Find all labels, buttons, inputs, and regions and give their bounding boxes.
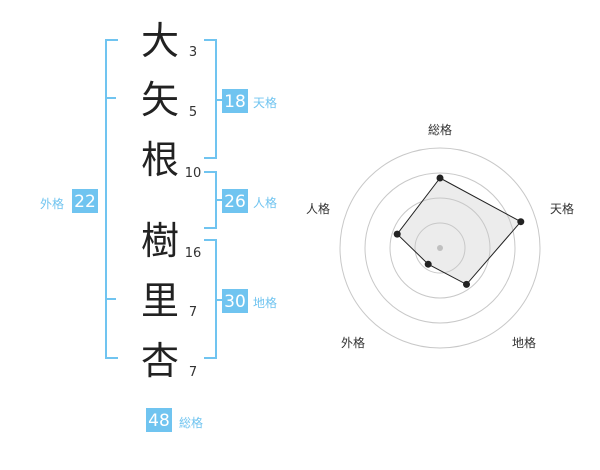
name-char-2: 矢 [141,78,179,122]
stroke-count-1: 3 [189,45,197,60]
name-char-1: 大 [141,19,179,63]
radar-points [393,174,525,288]
soukaku-value: 48 [148,411,170,431]
soukaku-label: 総格 [179,415,203,430]
chikaku-bracket [204,239,222,359]
name-char-6: 杏 [141,339,179,383]
radar-label-chikaku: 地格 [512,335,536,350]
jinkaku-label: 人格 [253,195,277,210]
stroke-count-3: 10 [185,166,202,181]
radar-shape [396,177,522,286]
radar-label-gaikaku: 外格 [341,335,365,350]
gaikaku-label: 外格 [40,196,64,211]
chikaku-value: 30 [224,292,246,312]
stroke-count-5: 7 [189,305,197,320]
radar-label-soukaku: 総格 [428,122,452,137]
name-char-5: 里 [141,279,179,323]
jinkaku-badge [222,189,248,213]
jinkaku-bracket [204,171,222,229]
radar-center-dot [437,245,443,251]
name-char-4: 樹 [141,219,179,263]
stroke-count-4: 16 [185,246,202,261]
gaikaku-bracket [105,39,118,359]
tenkaku-badge [222,89,248,113]
tenkaku-value: 18 [224,92,246,112]
radar-chart: 総格 天格 地格 外格 人格 [306,122,574,350]
radar-point-5 [393,230,401,238]
gaikaku-badge [72,189,98,213]
jinkaku-value: 26 [224,192,246,212]
name-char-3: 根 [141,138,179,182]
tenkaku-label: 天格 [253,95,277,110]
radar-point-4 [424,260,432,268]
radar-point-1 [436,174,444,182]
radar-point-2 [517,218,525,226]
radar-ring-3 [364,172,516,324]
radar-label-tenkaku: 天格 [550,201,574,216]
tenkaku-bracket [204,39,222,159]
stroke-count-6: 7 [189,365,197,380]
radar-ring-1 [414,222,466,274]
radar-ring-4 [339,147,541,349]
chikaku-badge [222,289,248,313]
gaikaku-value: 22 [74,192,96,212]
radar-ring-2 [389,197,491,299]
soukaku-badge [146,408,172,432]
chikaku-label: 地格 [253,295,277,310]
radar-label-jinkaku: 人格 [306,201,330,216]
stroke-count-2: 5 [189,105,197,120]
radar-point-3 [463,280,470,288]
